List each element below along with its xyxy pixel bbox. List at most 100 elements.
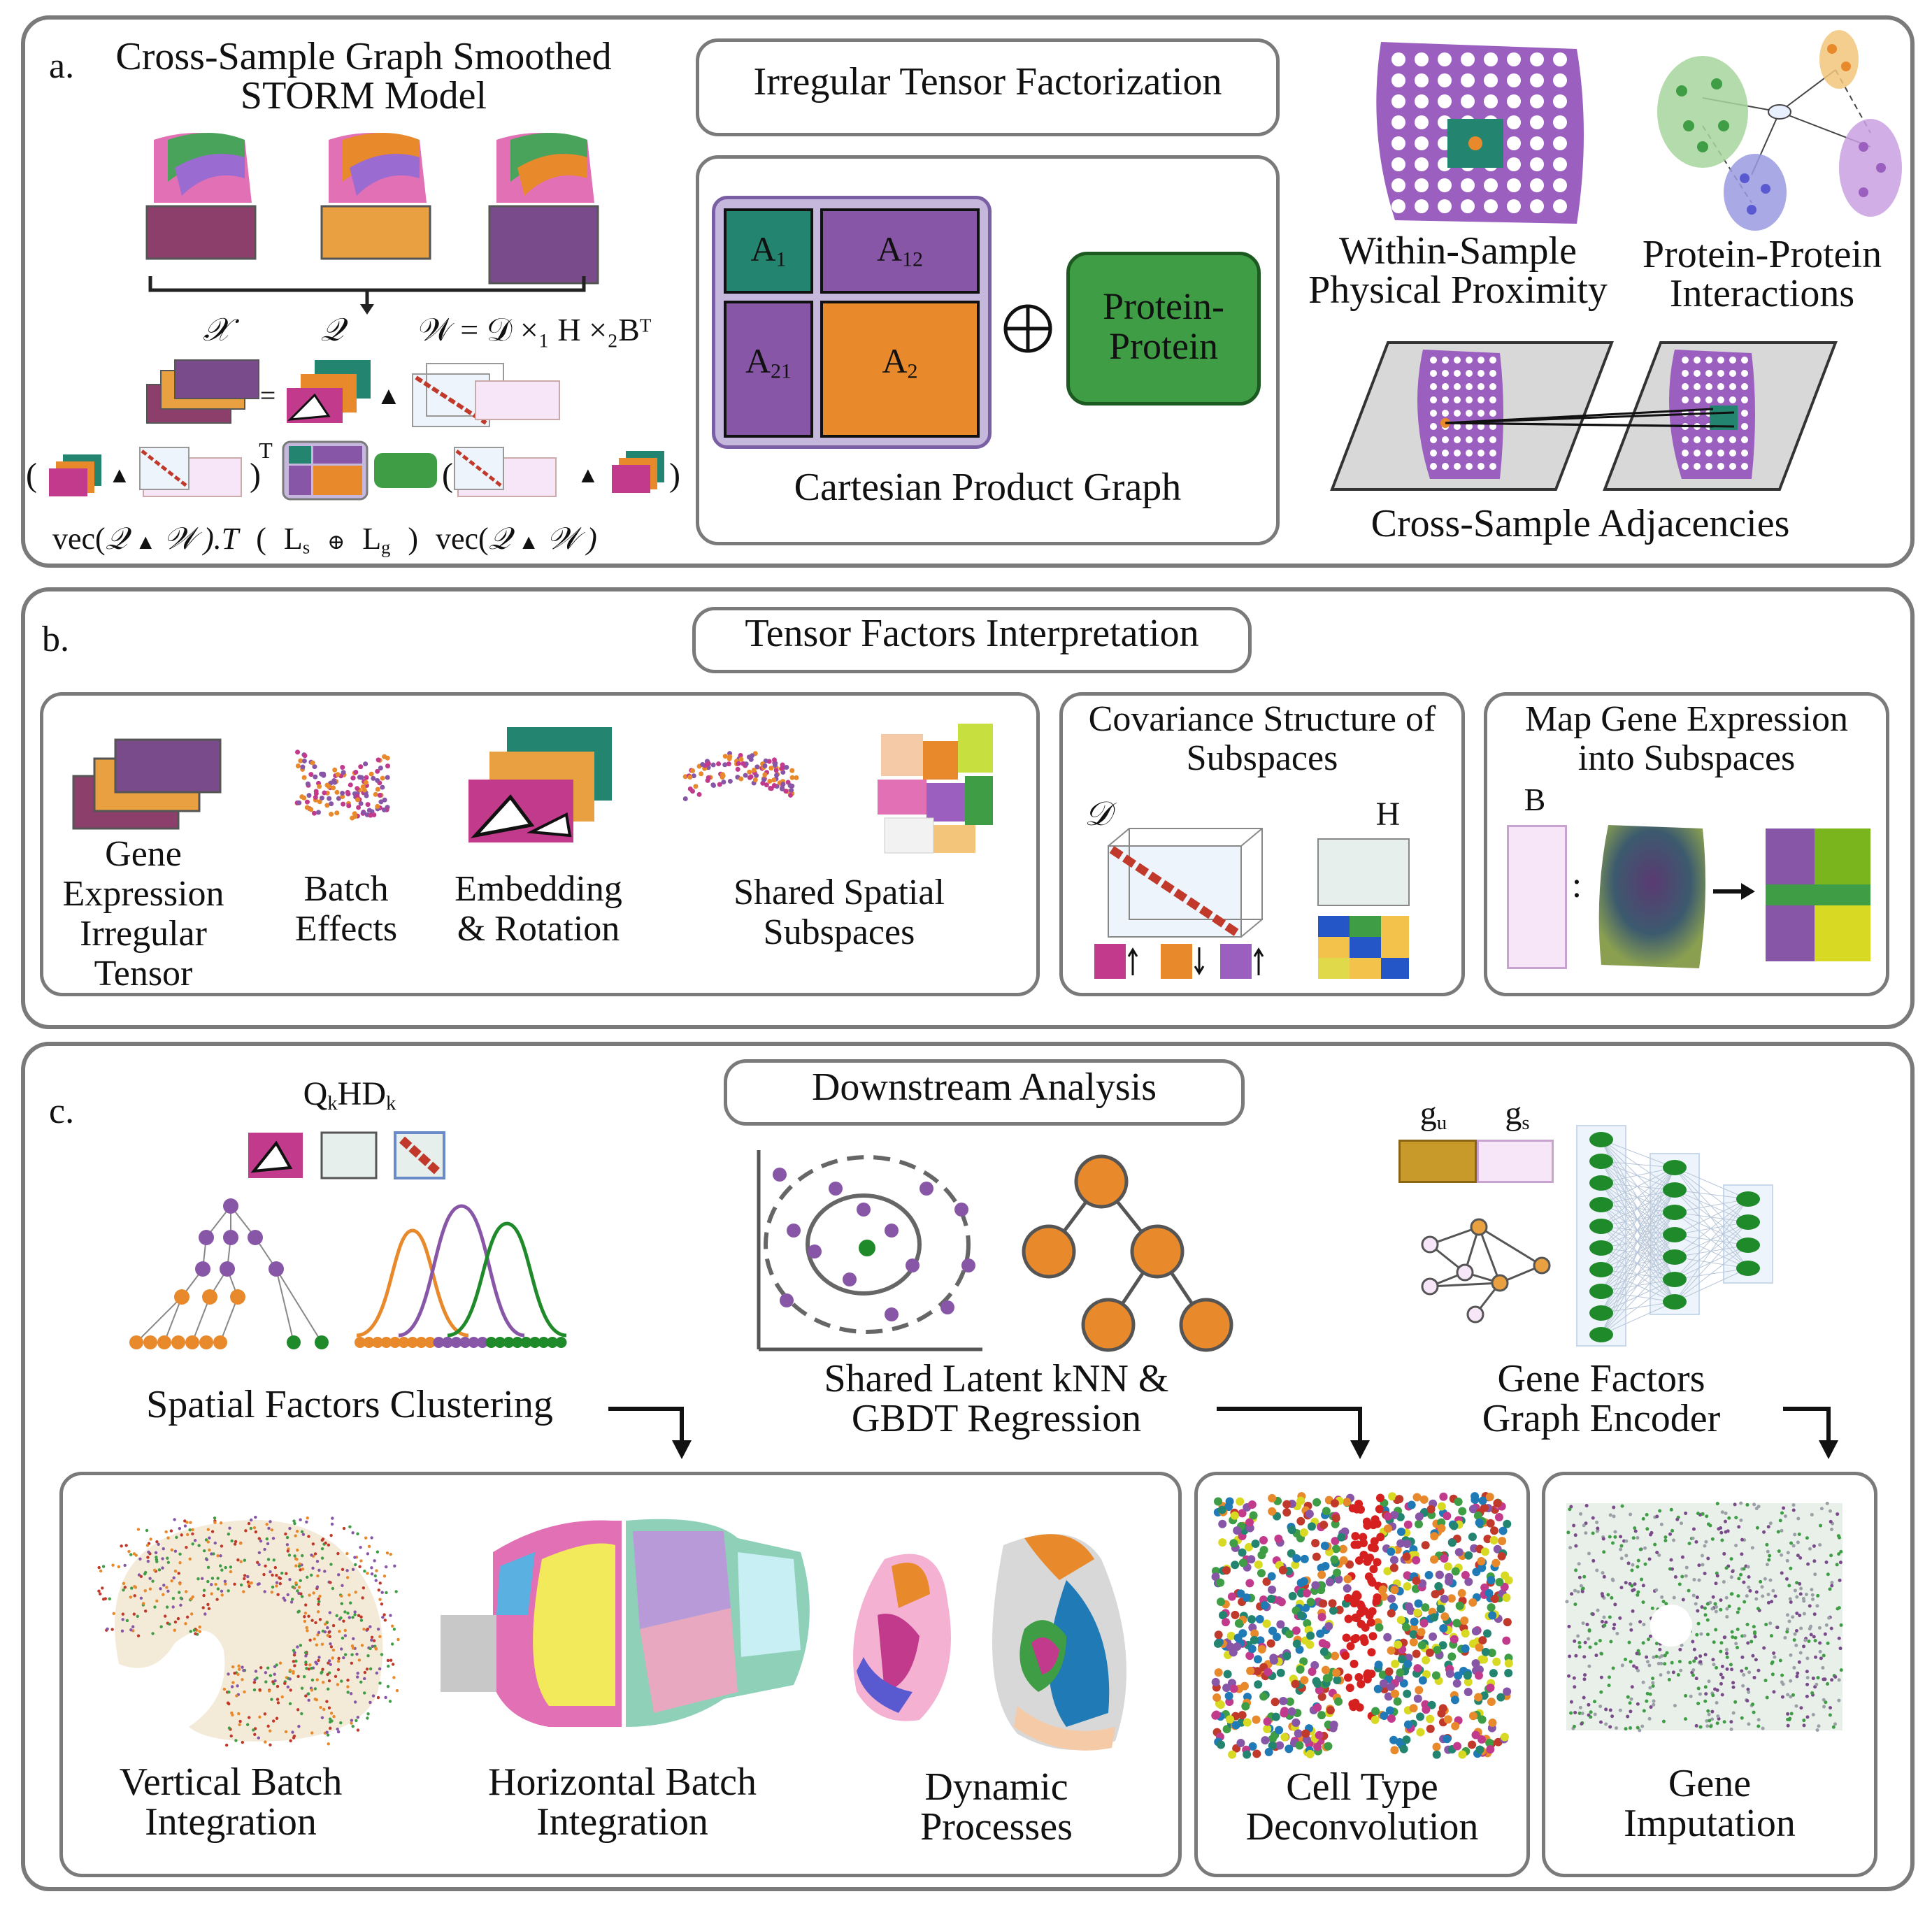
equals-sign: = <box>259 380 276 411</box>
deconvolution-spot <box>1359 1634 1368 1643</box>
qhd-matrices <box>248 1131 445 1179</box>
deconvolution-spot <box>1414 1519 1423 1528</box>
gs-sub: s <box>1522 1112 1530 1135</box>
deconvolution-spot <box>1450 1635 1459 1644</box>
deconvolution-spot <box>1295 1741 1304 1750</box>
cell-point <box>210 1592 213 1595</box>
spot <box>1477 410 1484 417</box>
cell-point <box>383 1619 387 1622</box>
gs-label: gs <box>1486 1096 1549 1133</box>
deconvolution-spot <box>1291 1718 1301 1727</box>
imputation-point <box>1646 1637 1650 1642</box>
cluster-point <box>398 1337 410 1348</box>
cell-point <box>392 1676 396 1679</box>
cell-point <box>257 1537 262 1540</box>
nn-edge <box>1674 1268 1749 1303</box>
scatter-point <box>706 765 711 770</box>
imputation-point <box>1591 1558 1596 1563</box>
deconvolution-spot <box>1299 1528 1308 1537</box>
imputation-point <box>1660 1595 1664 1599</box>
spot <box>1442 357 1449 364</box>
deconvolution-spot <box>1252 1749 1261 1758</box>
imputation-point <box>1577 1641 1582 1645</box>
imputation-point <box>1589 1710 1593 1714</box>
deconvolution-spot <box>1352 1505 1361 1514</box>
imputation-point <box>1793 1588 1797 1593</box>
cell-point <box>153 1605 157 1609</box>
deconvolution-spot <box>1216 1578 1225 1587</box>
deconvolution-spot <box>1213 1639 1222 1648</box>
imputation-point <box>1818 1641 1822 1645</box>
cell-point <box>378 1581 382 1585</box>
spot <box>1741 436 1748 443</box>
deconvolution-spot <box>1440 1594 1449 1603</box>
deconvolution-spot <box>1254 1560 1263 1569</box>
imputation-point <box>1683 1717 1687 1721</box>
imputation-point <box>1598 1720 1603 1724</box>
spot <box>1442 383 1449 390</box>
imputation-point <box>1678 1647 1682 1651</box>
imputation-point <box>1599 1651 1603 1656</box>
batch-effects-scatter <box>294 749 391 821</box>
spot <box>1694 370 1701 377</box>
deconvolution-spot <box>1379 1679 1388 1688</box>
imputation-point <box>1807 1639 1811 1643</box>
cell-point <box>315 1678 319 1681</box>
imputation-point <box>1584 1531 1588 1535</box>
cell-point <box>376 1695 380 1700</box>
imputation-point <box>1626 1714 1630 1719</box>
cell-point <box>378 1667 382 1671</box>
imputation-point <box>1753 1630 1757 1635</box>
scatter-point <box>350 775 356 781</box>
imputation-point <box>1705 1724 1710 1728</box>
imputation-point <box>1786 1723 1790 1728</box>
spot <box>1438 94 1452 108</box>
cell-point <box>291 1585 294 1588</box>
batch-label-2: Effects <box>294 909 398 949</box>
imputation-point <box>1585 1622 1589 1626</box>
imputation-point <box>1654 1642 1659 1646</box>
deconvolution-spot <box>1247 1644 1257 1654</box>
spot <box>1477 396 1484 403</box>
cell-point <box>329 1645 334 1649</box>
cell-point <box>97 1589 101 1593</box>
imputation-point <box>1808 1547 1812 1551</box>
deconvolution-spot <box>1334 1575 1343 1584</box>
cell-point <box>317 1658 320 1663</box>
nn-node <box>1663 1227 1687 1242</box>
cell-point <box>146 1559 150 1563</box>
cell-point <box>349 1692 353 1695</box>
cell-point <box>265 1523 269 1526</box>
cell-point <box>159 1587 162 1591</box>
imputation-point <box>1770 1600 1774 1604</box>
imputation-point <box>1635 1651 1639 1656</box>
cell-point <box>328 1720 332 1724</box>
imputation-point <box>1633 1582 1637 1586</box>
deconvolution-spot <box>1471 1495 1480 1505</box>
deconvolution-spot <box>1378 1585 1387 1594</box>
imputation-point <box>1830 1580 1834 1584</box>
imputation-point <box>1698 1725 1703 1729</box>
nn-edge <box>1674 1198 1749 1235</box>
cell-point <box>236 1672 240 1677</box>
paren-right-2: ) <box>669 457 680 494</box>
cell-point <box>305 1626 308 1630</box>
spot <box>1530 73 1544 87</box>
gene-imputation-label-2: Imputation <box>1624 1802 1796 1845</box>
deconvolution-spot <box>1414 1599 1423 1608</box>
deconvolution-spot <box>1291 1561 1300 1570</box>
scatter-point <box>295 763 301 768</box>
imputation-point <box>1703 1571 1707 1575</box>
spot <box>1454 436 1461 443</box>
cell-point <box>390 1642 394 1646</box>
deconvolution-spot <box>1225 1715 1234 1724</box>
imputation-point <box>1756 1724 1761 1728</box>
spot <box>1530 178 1544 192</box>
cell-point <box>229 1734 233 1738</box>
imputation-point <box>1808 1604 1812 1608</box>
imputation-point <box>1691 1668 1696 1672</box>
imputation-point <box>1584 1504 1589 1508</box>
cell-point <box>339 1616 343 1620</box>
imputation-point <box>1768 1621 1773 1626</box>
imputation-point <box>1696 1621 1701 1626</box>
